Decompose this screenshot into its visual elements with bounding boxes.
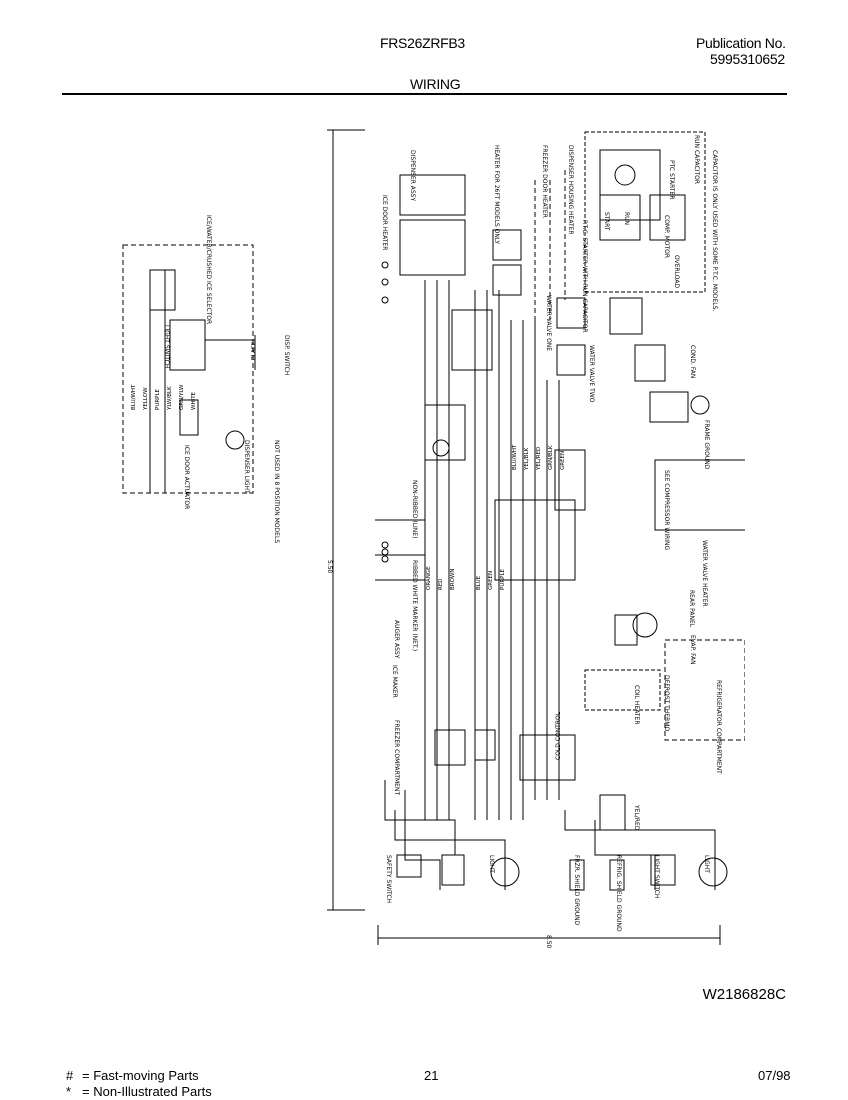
label-refrigerator-compartment: REFRIGERATOR COMPARTMENT bbox=[715, 680, 722, 774]
section-title: WIRING bbox=[410, 76, 461, 92]
wire-color-label: BLU/WHT bbox=[131, 384, 137, 410]
publication-number: 5995310652 bbox=[710, 51, 785, 67]
legend-non-illustrated: * = Non-Illustrated Parts bbox=[66, 1084, 212, 1098]
wire-color-label: YEL/BLK bbox=[524, 447, 530, 471]
label-frame-ground: FRAME GROUND bbox=[703, 420, 710, 470]
wire-color-label: BLUE bbox=[476, 575, 482, 590]
legend-fast-symbol: # bbox=[66, 1068, 74, 1083]
header-rule bbox=[62, 93, 787, 95]
label-water-valve-heater: WATER VALVE HEATER bbox=[701, 540, 708, 607]
wire-color-label: BROWN bbox=[450, 569, 456, 590]
label-ice-door-heater: ICE DOOR HEATER bbox=[381, 195, 388, 250]
label-yel-red: YEL/RED bbox=[633, 804, 640, 831]
wire-color-label: YEL/RED bbox=[536, 447, 542, 471]
label-run: RUN bbox=[623, 212, 630, 225]
dimension-horizontal: 8.50 bbox=[545, 935, 552, 949]
legend-fast-text: = Fast-moving Parts bbox=[82, 1068, 199, 1083]
wire-color-label: YLW/BLK bbox=[167, 386, 173, 411]
wire-color-label: WHITE bbox=[191, 391, 197, 410]
label-defrost-heater: COIL HEATER bbox=[633, 685, 640, 725]
label-light-switch: LIGHT SWITCH bbox=[163, 325, 170, 368]
label-comp-motor: COMP. MOTOR bbox=[663, 215, 670, 258]
label-dispenser-assy: DISPENSER ASSY bbox=[409, 150, 416, 201]
label-disp-switch: DISP. SWITCH bbox=[283, 335, 290, 375]
label-light-switch-right: LIGHT SWITCH bbox=[653, 855, 660, 898]
wire-color-label: RED bbox=[438, 578, 444, 590]
label-rear-panel: REAR PANEL bbox=[688, 590, 695, 628]
label-run-capacitor: RUN CAPACITOR bbox=[693, 135, 700, 184]
wire-color-label: PURPLE bbox=[155, 388, 161, 410]
label-ptc-starter-run-cap: P.T.C. STARTER WITH RUN CAPACITOR bbox=[581, 220, 588, 333]
legend-non-symbol: * bbox=[66, 1084, 72, 1098]
label-frzr-shield-ground: FRZR. SHIELD GROUND bbox=[573, 855, 580, 926]
wire-color-label: BLACK bbox=[251, 342, 257, 360]
dimension-vertical: 5.50 bbox=[326, 560, 333, 574]
publication-date: 07/98 bbox=[758, 1068, 791, 1083]
label-auger-assy: AUGER ASSY bbox=[393, 620, 400, 659]
label-light-left: LIGHT bbox=[488, 855, 495, 873]
legend-non-text: = Non-Illustrated Parts bbox=[82, 1084, 212, 1098]
legend-fast-moving: # = Fast-moving Parts bbox=[66, 1068, 199, 1083]
wire-color-label: GRN/BLK bbox=[548, 445, 554, 470]
model-number: FRS26ZRFB3 bbox=[380, 35, 465, 51]
label-refrig-shield-ground: REFRIG. SHIELD GROUND bbox=[615, 855, 622, 932]
publication-label: Publication No. bbox=[696, 35, 786, 51]
label-light-right: LIGHT bbox=[703, 855, 710, 873]
label-dispenser-housing-heater: DISPENSER HOUSING HEATER bbox=[567, 145, 574, 235]
label-fan-motor: COND. FAN bbox=[689, 345, 696, 378]
label-capacitor-note: CAPACITOR IS ONLY USED WITH SOME P.T.C. … bbox=[711, 150, 718, 311]
label-overload: OVERLOAD bbox=[673, 255, 680, 289]
wire-color-label: GRN/YLW bbox=[179, 384, 185, 410]
wire-color-label: GREEN bbox=[560, 451, 566, 470]
label-evap-fan: EVAP. FAN bbox=[689, 635, 696, 665]
label-freezer-door-heater: FREEZER DOOR HEATER bbox=[541, 145, 548, 218]
label-freezer-compartment: FREEZER COMPARTMENT bbox=[393, 720, 400, 795]
label-icemaker: ICE MAKER bbox=[391, 665, 398, 698]
label-ice-water-selector: ICE/WATER/CRUSHED ICE SELECTOR bbox=[205, 215, 212, 324]
page-number: 21 bbox=[424, 1068, 439, 1083]
label-heater-note: HEATER FOR 26FT MODELS ONLY bbox=[493, 145, 500, 244]
label-start: START bbox=[603, 212, 610, 231]
label-compressor-wiring: SEE COMPRESSOR WIRING bbox=[663, 470, 670, 551]
wire-color-label: GREEN bbox=[488, 571, 494, 590]
label-ptc-starter: PTC STARTER bbox=[668, 160, 675, 200]
label-water-valve-two: WATER VALVE TWO bbox=[588, 345, 595, 403]
label-not-used-note: NOT USED IN 8 POSITION MODELS bbox=[273, 440, 280, 543]
wire-color-label: ORANGE bbox=[426, 566, 432, 590]
label-defrost-thermo: DEFROST THERMO bbox=[663, 675, 670, 731]
wire-color-label: BLU/WHT bbox=[512, 444, 518, 470]
wire-color-label: YELLOW bbox=[143, 387, 149, 411]
label-ice-door-actuator: ICE DOOR ACTUATOR bbox=[183, 445, 190, 509]
drawing-number: W2186828C bbox=[702, 986, 786, 1003]
wire-color-label: PURPLE bbox=[500, 568, 506, 590]
label-safety-switch: SAFETY SWITCH bbox=[385, 855, 392, 903]
wire-color-labels: BLU/WHT YELLOW PURPLE YLW/BLK GRN/YLW WHITE BL… bbox=[131, 342, 566, 590]
label-ribbed-marker: RIBBED WHITE MARKER (NET.) bbox=[411, 560, 418, 651]
label-non-ribbed: NON-RIBBED (LINE) bbox=[411, 480, 418, 538]
label-cold-control: COLD CONTROL bbox=[555, 711, 562, 760]
label-dispenser-light: DISPENSER LIGHT bbox=[243, 440, 250, 494]
label-water-valve-one: WATER VALVE ONE bbox=[545, 295, 552, 351]
wiring-diagram: DISPENSER ASSY ICE DOOR HEATER HEATER FO… bbox=[122, 129, 745, 949]
